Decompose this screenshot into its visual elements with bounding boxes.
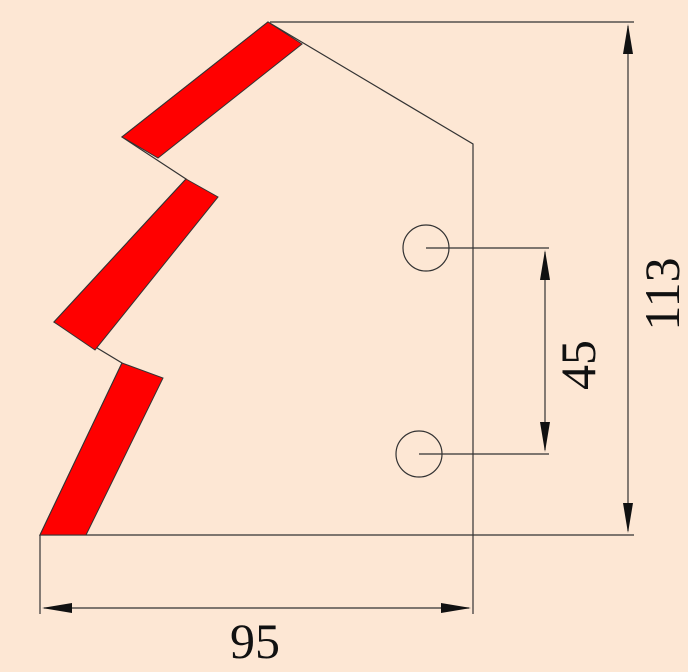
height-arrow-bottom [623, 503, 633, 533]
width-arrow-right [441, 603, 471, 613]
cutting-edge-segment-top [121, 21, 303, 159]
hole-spacing-label: 45 [550, 340, 606, 390]
height-label: 113 [634, 257, 688, 330]
cutting-edge-segment-bottom [39, 362, 164, 536]
height-arrow-top [623, 24, 633, 54]
cutting-edge-segment-middle [53, 178, 219, 351]
hole-spacing-arrow-top [540, 250, 550, 280]
width-label: 95 [230, 613, 280, 669]
hole-spacing-arrow-bottom [540, 422, 550, 452]
width-arrow-left [42, 603, 72, 613]
